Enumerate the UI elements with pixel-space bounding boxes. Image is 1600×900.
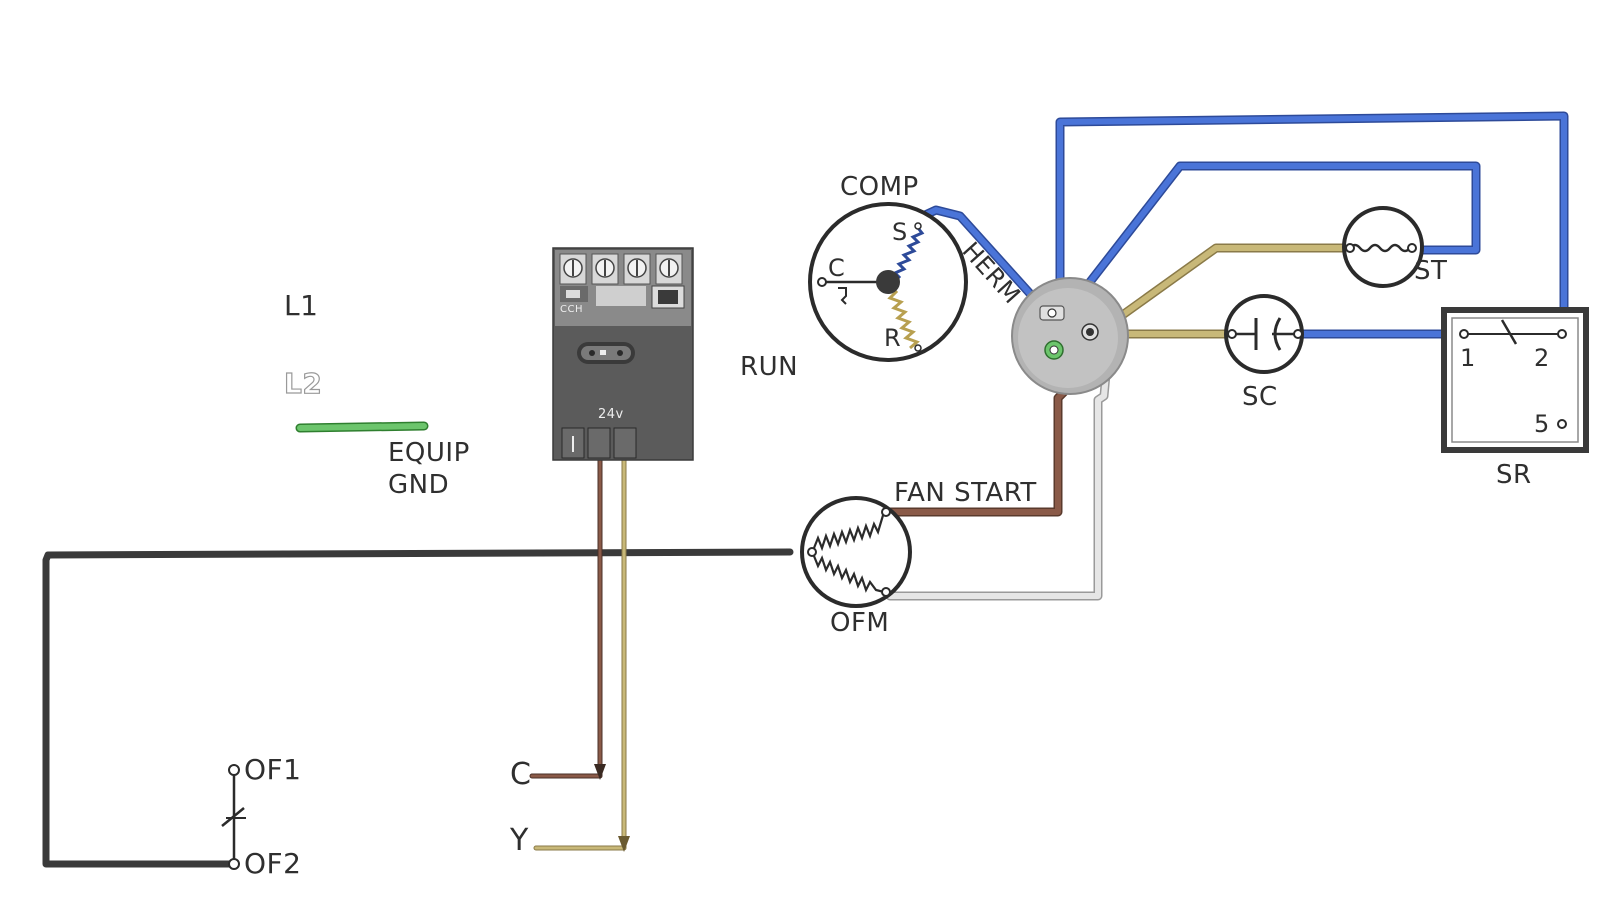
fan-start-label: FAN START — [894, 478, 1037, 508]
fan-motor-icon — [800, 496, 912, 608]
equip-label: EQUIP — [388, 438, 470, 468]
ofm-label: OFM — [830, 608, 890, 638]
sr-terminal-5-label: 5 — [1534, 410, 1550, 438]
equip-ground-wire — [295, 421, 429, 433]
sr-label: SR — [1496, 460, 1532, 490]
tan-wires — [1091, 243, 1353, 339]
contactor-cch-label: CCH — [560, 304, 583, 315]
blue-wires — [905, 111, 1569, 339]
run-label: RUN — [740, 352, 799, 382]
thermistor-icon — [1342, 206, 1424, 288]
sr-terminal-1-label: 1 — [1460, 344, 1476, 372]
st-label: ST — [1414, 256, 1448, 286]
dual-capacitor-icon — [1011, 277, 1129, 395]
gnd-label: GND — [388, 470, 450, 500]
thermostat-c-label: C — [510, 757, 532, 792]
black-wire — [42, 548, 794, 868]
thermostat-y-label: Y — [510, 823, 529, 858]
comp-c-label: C — [828, 254, 846, 282]
relay-icon — [1441, 307, 1589, 453]
sr-terminal-2-label: 2 — [1534, 344, 1550, 372]
sc-label: SC — [1242, 382, 1278, 412]
thermostat-terminals — [532, 774, 544, 850]
comp-r-label: R — [884, 324, 902, 352]
of1-label: OF1 — [244, 753, 302, 786]
tan-y-wire — [533, 445, 630, 852]
contactor-icon — [552, 247, 694, 461]
l1-label: L1 — [284, 289, 319, 322]
contactor-24v-label: 24v — [598, 407, 624, 422]
switch-icon — [221, 764, 246, 870]
compressor-icon — [808, 202, 968, 362]
of2-label: OF2 — [244, 847, 302, 880]
brown-c-wire — [529, 445, 606, 780]
capacitor-icon — [1224, 294, 1304, 374]
l2-label: L2 — [283, 367, 323, 400]
comp-label: COMP — [840, 172, 919, 202]
comp-s-label: S — [892, 218, 908, 246]
